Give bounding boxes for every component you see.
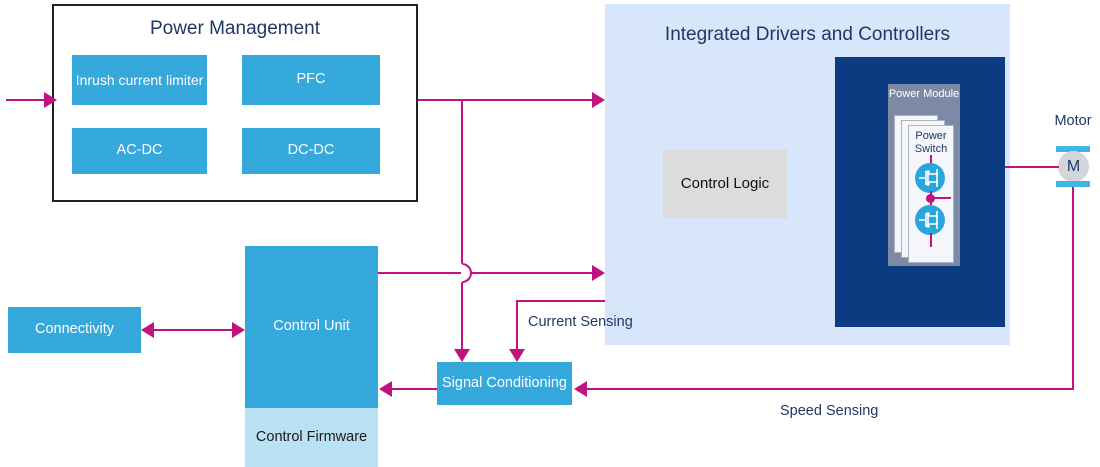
- block-control-unit[interactable]: Control Unit: [245, 246, 378, 408]
- wire-power-bus-branch-upper: [461, 99, 463, 263]
- power-switch-junction-dot: [926, 194, 935, 203]
- power-switch-wire-top: [930, 155, 932, 165]
- motor-symbol-letter: M: [1066, 157, 1081, 175]
- drivers-panel-title: Integrated Drivers and Controllers: [664, 24, 951, 45]
- wire-speed-sensing-v: [1072, 187, 1074, 389]
- power-module-title: Power Module: [888, 88, 960, 100]
- wire-connectivity-control-unit: [152, 329, 234, 331]
- block-inrush-current-limiter[interactable]: Inrush current limiter: [72, 55, 207, 105]
- block-label: Inrush current limiter: [75, 71, 204, 88]
- arrow-to-control-unit: [232, 322, 245, 338]
- block-control-logic[interactable]: Control Logic: [663, 150, 787, 218]
- wire-control-unit-to-drivers-b: [471, 272, 598, 274]
- block-label: Control Firmware: [255, 428, 368, 445]
- motor-terminal-bottom: [1056, 181, 1090, 187]
- arrow-current-sensing: [509, 349, 525, 362]
- block-connectivity[interactable]: Connectivity: [8, 307, 141, 353]
- block-ac-dc[interactable]: AC-DC: [72, 128, 207, 174]
- mosfet-high-side-icon: [915, 163, 945, 193]
- arrow-power-bus-to-signal-conditioning: [454, 349, 470, 362]
- mosfet-low-side-icon: [915, 205, 945, 235]
- block-label: DC-DC: [287, 142, 335, 159]
- wire-power-bus-branch-lower: [461, 283, 463, 349]
- wire-current-sensing-v: [516, 300, 518, 349]
- motor-symbol[interactable]: M: [1058, 151, 1089, 182]
- arrow-to-connectivity: [141, 322, 154, 338]
- power-switch-wire-bottom: [930, 233, 932, 247]
- wire-power-bus-to-drivers: [418, 99, 598, 101]
- label-current-sensing: Current Sensing: [528, 314, 633, 330]
- label-speed-sensing: Speed Sensing: [780, 403, 879, 419]
- block-label: AC-DC: [116, 142, 163, 159]
- power-management-title: Power Management: [149, 18, 321, 39]
- arrow-mains-input: [44, 92, 57, 108]
- block-label: Connectivity: [35, 321, 114, 338]
- motor-terminal-top: [1056, 146, 1090, 152]
- arrow-power-bus-to-drivers: [592, 92, 605, 108]
- power-switch-output-stub: [933, 197, 951, 199]
- block-label: Control Unit: [273, 318, 350, 335]
- arrow-speed-sensing: [574, 381, 587, 397]
- wire-speed-sensing-h: [587, 388, 1074, 390]
- power-switch-title: Power Switch: [914, 130, 948, 156]
- wire-current-sensing-h: [516, 300, 605, 302]
- wire-control-unit-to-drivers-a: [378, 272, 461, 274]
- arrow-control-unit-to-drivers: [592, 265, 605, 281]
- block-pfc[interactable]: PFC: [242, 55, 380, 105]
- block-label: Control Logic: [680, 175, 770, 193]
- block-signal-conditioning[interactable]: Signal Conditioning: [437, 362, 572, 405]
- arrow-signal-conditioning-to-control-unit: [379, 381, 392, 397]
- wire-mains-input: [6, 99, 46, 101]
- motor-label: Motor: [1054, 113, 1092, 129]
- block-label: PFC: [296, 71, 326, 88]
- block-label: Signal Conditioning: [442, 374, 567, 391]
- block-control-firmware[interactable]: Control Firmware: [245, 408, 378, 467]
- wire-inverter-to-motor: [1005, 166, 1059, 168]
- wire-signal-conditioning-to-control-unit: [392, 388, 437, 390]
- block-dc-dc[interactable]: DC-DC: [242, 128, 380, 174]
